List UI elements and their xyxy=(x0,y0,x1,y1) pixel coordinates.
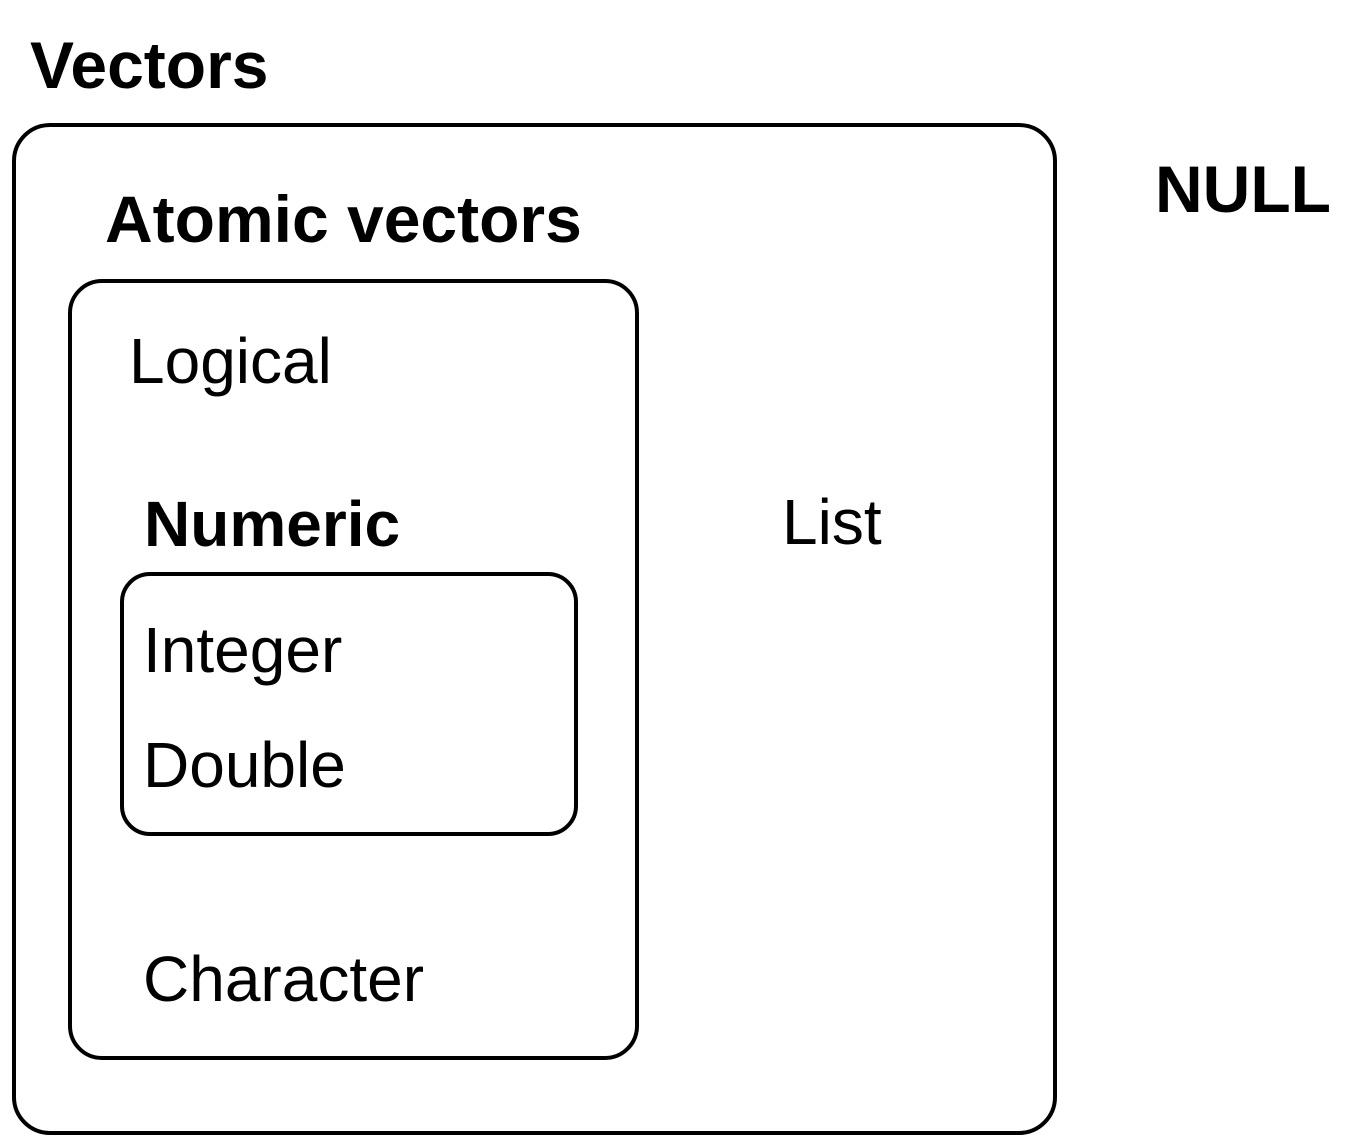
numeric-box xyxy=(120,572,578,836)
list-label: List xyxy=(782,486,882,558)
integer-label: Integer xyxy=(143,614,343,686)
logical-label: Logical xyxy=(129,325,332,397)
page-title: Vectors xyxy=(30,28,269,102)
character-label: Character xyxy=(143,943,424,1015)
atomic-vectors-label: Atomic vectors xyxy=(105,182,582,256)
double-label: Double xyxy=(143,729,346,801)
atomic-vectors-box xyxy=(68,279,639,1060)
vectors-box xyxy=(12,123,1057,1135)
null-label: NULL xyxy=(1155,152,1331,226)
numeric-label: Numeric xyxy=(144,488,401,560)
